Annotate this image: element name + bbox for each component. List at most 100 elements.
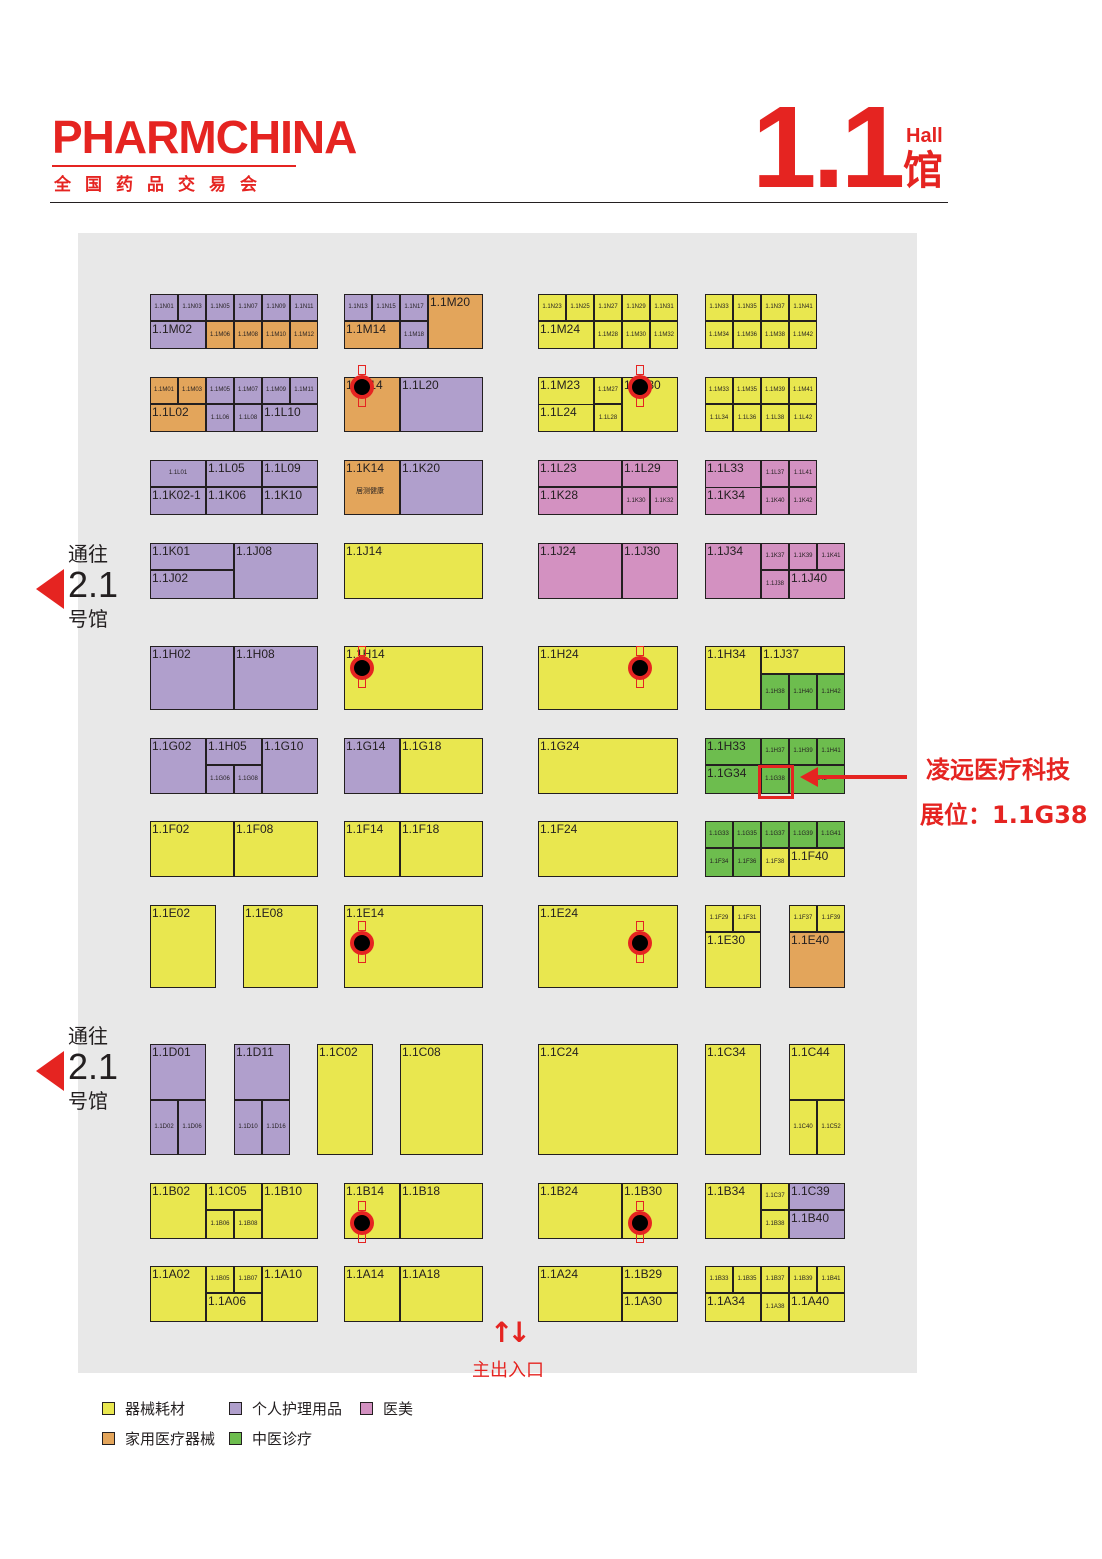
booth[interactable]: 1.1H33 [705,738,761,765]
booth[interactable]: 1.1B33 [705,1266,733,1293]
booth[interactable]: 1.1K28 [538,487,622,515]
booth[interactable]: 1.1F24 [538,821,678,877]
booth[interactable]: 1.1B06 [206,1210,234,1239]
booth[interactable]: 1.1L42 [789,404,817,432]
booth[interactable]: 1.1B39 [789,1266,817,1293]
booth[interactable]: 1.1K37 [761,543,789,570]
booth[interactable]: 1.1M24 [538,321,594,349]
booth[interactable]: 1.1M02 [150,321,206,349]
booth[interactable]: 1.1N09 [262,294,290,321]
booth[interactable]: 1.1M28 [594,321,622,349]
booth[interactable]: 1.1L10 [262,404,318,432]
booth[interactable]: 1.1L02 [150,404,206,432]
booth[interactable]: 1.1M18 [400,321,428,349]
booth[interactable]: 1.1B18 [400,1183,483,1239]
booth[interactable]: 1.1C37 [761,1183,789,1210]
booth[interactable]: 1.1N41 [789,294,817,321]
booth[interactable]: 1.1M11 [290,377,318,404]
booth[interactable]: 1.1N01 [150,294,178,321]
booth[interactable]: 1.1J14 [344,543,483,599]
booth[interactable]: 1.1H34 [705,646,761,710]
booth[interactable]: 1.1H02 [150,646,234,710]
booth[interactable]: 1.1J24 [538,543,622,599]
booth[interactable]: 1.1C40 [789,1100,817,1155]
booth[interactable]: 1.1M12 [290,321,318,349]
booth[interactable]: 1.1M09 [262,377,290,404]
booth[interactable]: 1.1D16 [262,1100,290,1155]
booth[interactable]: 1.1F39 [817,905,845,932]
booth[interactable]: 1.1J40 [789,570,845,599]
booth[interactable]: 1.1G08 [234,765,262,794]
booth[interactable]: 1.1G24 [538,738,678,794]
booth[interactable]: 1.1E40 [789,932,845,988]
booth[interactable]: 1.1G41 [817,821,845,848]
booth[interactable]: 1.1G02 [150,738,206,794]
booth[interactable]: 1.1B24 [538,1183,622,1239]
booth[interactable]: 1.1N31 [650,294,678,321]
booth[interactable]: 1.1L05 [206,460,262,487]
booth[interactable]: 1.1N13 [344,294,372,321]
booth[interactable]: 1.1K41 [817,543,845,570]
booth[interactable]: 1.1M38 [761,321,789,349]
booth[interactable]: 1.1B02 [150,1183,206,1239]
booth[interactable]: 1.1H08 [234,646,318,710]
booth[interactable]: 1.1J34 [705,543,761,599]
booth[interactable]: 1.1F31 [733,905,761,932]
booth[interactable]: 1.1D10 [234,1100,262,1155]
booth[interactable]: 1.1D01 [150,1044,206,1100]
booth[interactable]: 1.1L29 [622,460,678,487]
booth[interactable]: 1.1K40 [761,487,789,515]
booth[interactable]: 1.1K42 [789,487,817,515]
booth[interactable]: 1.1M35 [733,377,761,404]
booth[interactable]: 1.1G39 [789,821,817,848]
booth[interactable]: 1.1F37 [789,905,817,932]
booth[interactable]: 1.1J30 [622,543,678,599]
booth[interactable]: 1.1M08 [234,321,262,349]
booth[interactable]: 1.1L23 [538,460,622,487]
booth[interactable]: 1.1L01 [150,460,206,487]
booth[interactable]: 1.1M33 [705,377,733,404]
booth[interactable]: 1.1C02 [317,1044,373,1155]
link-hall-2-1-upper[interactable]: 通往 2.1 号馆 [36,543,126,633]
link-hall-2-1-lower[interactable]: 通往 2.1 号馆 [36,1025,126,1115]
booth[interactable]: 1.1L14 [344,377,400,432]
booth[interactable]: 1.1N17 [400,294,428,321]
booth[interactable]: 1.1L24 [538,404,594,432]
booth[interactable]: 1.1M10 [262,321,290,349]
booth[interactable]: 1.1E30 [705,932,761,988]
booth[interactable]: 1.1K34 [705,487,761,515]
booth[interactable]: 1.1F18 [400,821,483,877]
booth[interactable]: 1.1B05 [206,1266,234,1293]
booth[interactable]: 1.1A10 [262,1266,318,1322]
booth[interactable]: 1.1N29 [622,294,650,321]
booth[interactable]: 1.1K10 [262,487,318,515]
booth[interactable]: 1.1M20 [428,294,483,349]
booth[interactable]: 1.1D06 [178,1100,206,1155]
booth[interactable]: 1.1K20 [400,460,483,515]
booth[interactable]: 1.1M42 [789,321,817,349]
booth[interactable]: 1.1N15 [372,294,400,321]
booth[interactable]: 1.1N37 [761,294,789,321]
booth[interactable]: 1.1M27 [594,377,622,404]
booth[interactable]: 1.1L34 [705,404,733,432]
booth[interactable]: 1.1J37 [761,646,845,674]
booth[interactable]: 1.1F29 [705,905,733,932]
booth[interactable]: 1.1M06 [206,321,234,349]
booth[interactable]: 1.1G06 [206,765,234,794]
booth[interactable]: 1.1G14 [344,738,400,794]
booth[interactable]: 1.1G37 [761,821,789,848]
booth[interactable]: 1.1C44 [789,1044,845,1100]
booth[interactable]: 1.1F38 [761,848,789,877]
booth[interactable]: 1.1A02 [150,1266,206,1322]
booth[interactable]: 1.1L28 [594,404,622,432]
highlight-booth-box[interactable] [758,765,794,799]
booth[interactable]: 1.1H40 [789,674,817,710]
booth[interactable]: 1.1A06 [206,1293,262,1322]
booth[interactable]: 1.1H41 [817,738,845,765]
booth[interactable]: 1.1N03 [178,294,206,321]
booth[interactable]: 1.1C05 [206,1183,262,1210]
booth[interactable]: 1.1N23 [538,294,566,321]
booth[interactable]: 1.1A38 [761,1293,789,1322]
booth[interactable]: 1.1N05 [206,294,234,321]
booth[interactable]: 1.1A18 [400,1266,483,1322]
